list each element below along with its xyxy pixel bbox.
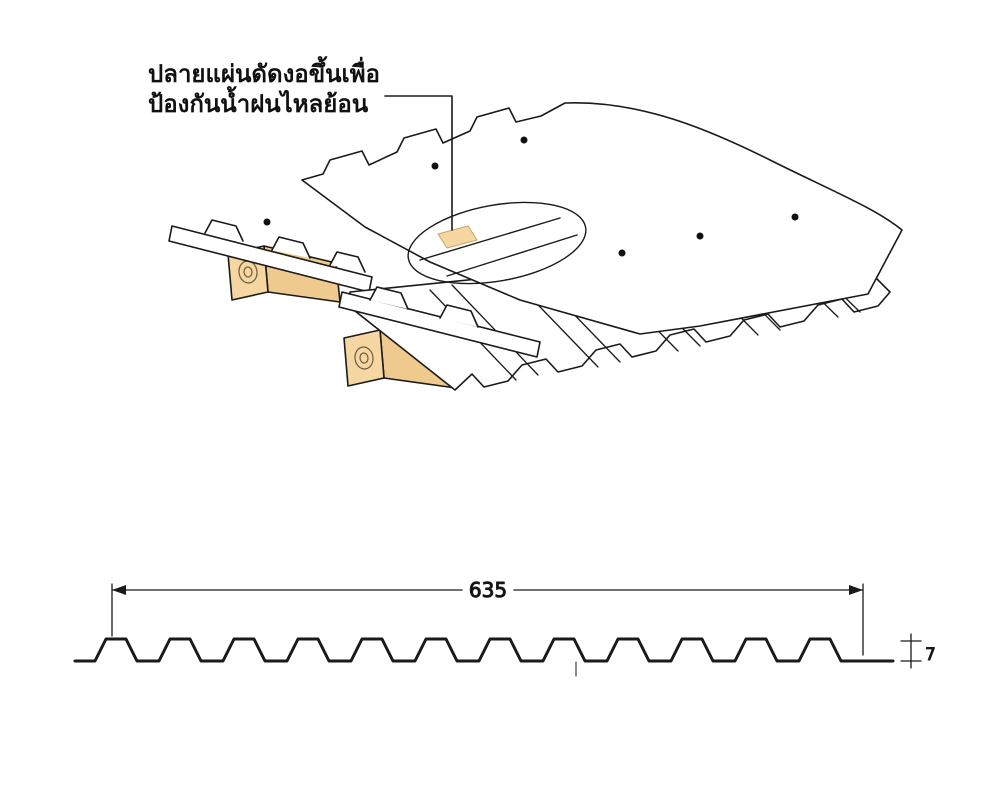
left-sheet-edge-band — [168, 219, 373, 293]
wood-grain-icon — [354, 346, 374, 370]
leader-line — [384, 95, 453, 231]
profile-view: 635 7 — [73, 578, 936, 677]
annotation-label: ปลายแผ่นดัดงอขึ้นเพื่อ ป้องกันน้ำฝนไหลย้… — [148, 55, 380, 118]
dimension-height-label: 7 — [925, 645, 936, 665]
isometric-view — [168, 95, 903, 391]
middle-sheet-edge-band — [338, 286, 541, 358]
fastener-dot — [520, 136, 528, 144]
arrowhead-left — [112, 585, 126, 595]
dimension-height — [900, 633, 922, 669]
fastener-dot — [791, 213, 799, 221]
dimension-width — [111, 583, 864, 656]
fastener-dot — [618, 249, 626, 257]
corrugation-end — [439, 304, 479, 328]
purlin-2-end-face — [343, 329, 385, 387]
fastener-dot — [696, 232, 704, 240]
dimension-width-label: 635 — [469, 578, 507, 602]
arrowhead-right — [849, 585, 863, 595]
bent-sheet-end-highlight — [437, 225, 478, 249]
fastener-dot — [263, 218, 271, 226]
lap-curve — [407, 201, 587, 285]
corrugation-end — [204, 219, 244, 242]
fastener-dot — [431, 162, 439, 170]
annotation-text-line1: ปลายแผ่นดัดงอขึ้นเพื่อ — [148, 55, 380, 88]
annotation-text-line2: ป้องกันน้ำฝนไหลย้อน — [148, 85, 369, 118]
profile-outline — [73, 637, 895, 663]
corrugation-end — [329, 251, 366, 273]
fasteners — [263, 136, 799, 257]
corrugation-end — [369, 286, 409, 310]
corrugation-end — [271, 236, 311, 259]
